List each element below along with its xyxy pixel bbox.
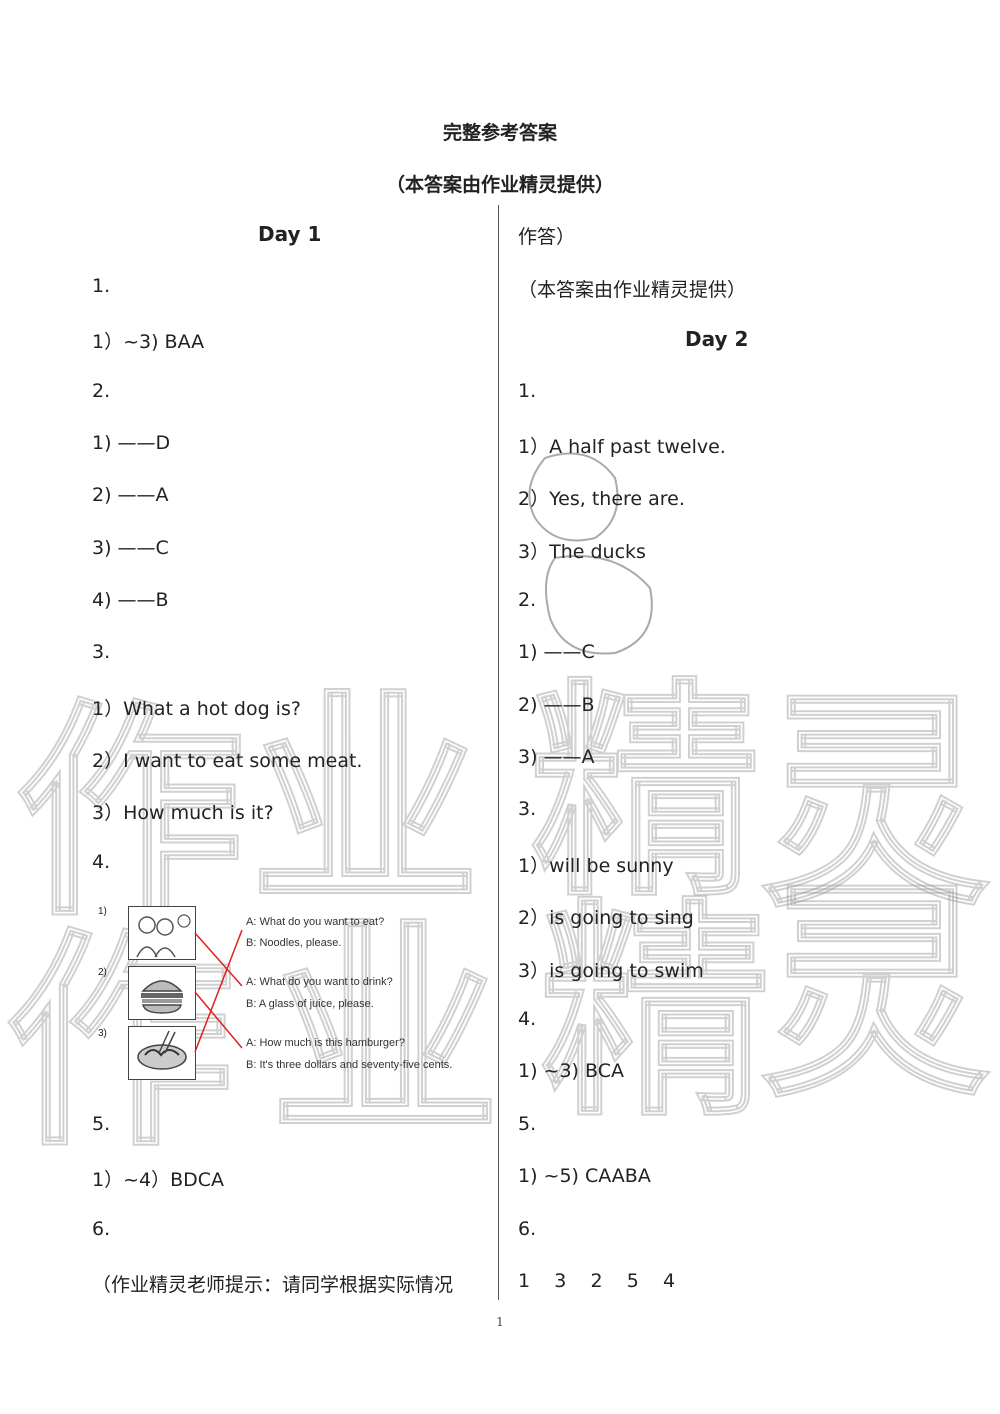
answer-line: 4. [92, 851, 111, 873]
dialogue-line: B: Noodles, please. [246, 937, 342, 949]
document-title: 完整参考答案 [442, 122, 557, 144]
answer-line: 2）is going to sing [518, 907, 694, 929]
watermark-char: 灵 [759, 861, 991, 1128]
answer-line: 5. [92, 1113, 111, 1135]
answer-line: 4) ——B [92, 589, 169, 611]
answer-line: 1）~4）BDCA [92, 1169, 225, 1191]
matching-exercise: 1) 2) 3) A: What do you want to eat? B: … [92, 900, 487, 1080]
page-number: 1 [496, 1315, 504, 1329]
dialogue-line: B: A glass of juice, please. [246, 998, 374, 1010]
answer-line: 3) ——A [518, 746, 595, 768]
answer-line: 1. [92, 275, 111, 297]
answer-line: 3）The ducks [518, 541, 646, 563]
noodles-picture [128, 1026, 196, 1080]
answer-line: 2. [92, 380, 111, 402]
answer-line: 6. [518, 1218, 537, 1240]
children-picture [128, 906, 196, 960]
answer-line: 3）is going to swim [518, 960, 704, 982]
dialogue-line: A: What do you want to eat? [246, 916, 385, 928]
answer-line: （本答案由作业精灵提供） [518, 279, 747, 301]
document-subtitle: （本答案由作业精灵提供） [385, 174, 614, 196]
answer-line: 2）I want to eat some meat. [92, 750, 363, 772]
answer-line: 1) ——D [92, 432, 171, 454]
answer-line: 1) ~5) CAABA [518, 1165, 651, 1187]
answer-line: 4. [518, 1008, 537, 1030]
answer-line: 1）A half past twelve. [518, 436, 726, 458]
answer-line: 1 3 2 5 4 [518, 1270, 676, 1292]
dialogue-line: A: What do you want to drink? [246, 976, 393, 988]
answer-line: （作业精灵老师提示：请同学根据实际情况 [92, 1274, 454, 1296]
answer-line: 3. [92, 641, 111, 663]
matching-lines [194, 929, 243, 1053]
answer-line: 1) ~3) BCA [518, 1060, 624, 1082]
left-heading: Day 1 [258, 222, 322, 246]
answer-line: 3. [518, 798, 537, 820]
watermark-char: 业 [249, 671, 481, 938]
answer-line: 1）will be sunny [518, 855, 674, 877]
answer-line: 5. [518, 1113, 537, 1135]
answer-line: 作答） [518, 226, 576, 248]
answer-line: 2) ——A [92, 484, 169, 506]
exercise-number: 1) [98, 906, 107, 917]
dialogue-line: A: How much is this hamburger? [246, 1037, 405, 1049]
exercise-number: 2) [98, 967, 107, 978]
answer-line: 2) ——B [518, 694, 595, 716]
dialogue-line: B: It's three dollars and seventy-five c… [246, 1059, 453, 1071]
exercise-number: 3) [98, 1028, 107, 1039]
answer-line: 1) ——C [518, 641, 595, 663]
answer-line: 1. [518, 380, 537, 402]
watermark-char: 灵 [759, 671, 991, 938]
answer-line: 6. [92, 1218, 111, 1240]
answer-line: 3）How much is it? [92, 802, 274, 824]
column-divider [498, 205, 499, 1300]
answer-line: 1）~3) BAA [92, 331, 205, 353]
answer-line: 2. [518, 589, 537, 611]
answer-line: 2）Yes, there are. [518, 488, 685, 510]
answer-line: 3) ——C [92, 537, 169, 559]
watermark-char: 精 [539, 881, 771, 1148]
answer-line: 1）What a hot dog is? [92, 698, 301, 720]
right-heading: Day 2 [685, 327, 749, 351]
